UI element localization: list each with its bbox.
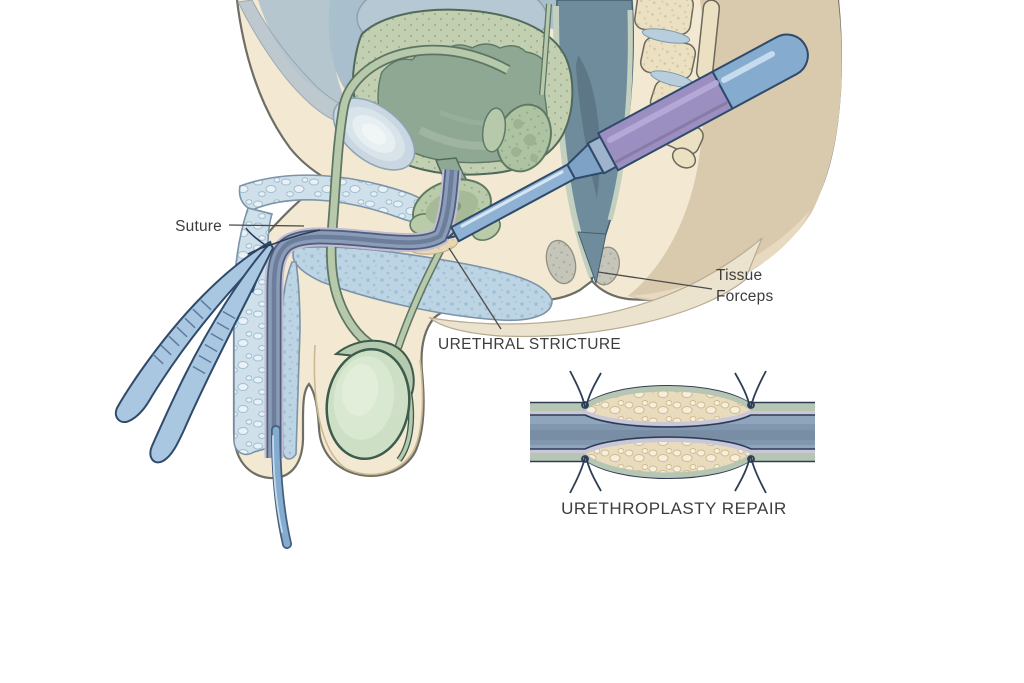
- inset-sutures: [569, 370, 767, 494]
- thigh-fold: [427, 237, 763, 338]
- graft-patch-top: [581, 384, 755, 428]
- tissue-forceps-label-line2: Forceps: [716, 288, 773, 305]
- anal-canal: [577, 231, 607, 285]
- surgical-instrument: [447, 33, 809, 243]
- forceps-serrations: [152, 299, 236, 375]
- tissue-forceps: [114, 240, 275, 464]
- catheter: [271, 425, 292, 549]
- instrument-cap: [711, 33, 809, 110]
- suture-thread: [245, 227, 321, 255]
- suture-leader-line: [228, 224, 305, 227]
- seminal-vesicle: [481, 103, 552, 173]
- urethral-stricture-label: URETHRAL STRICTURE: [438, 336, 621, 353]
- urethra: [264, 169, 462, 458]
- testis: [313, 339, 424, 476]
- pelvic-cross-section: [114, 0, 842, 549]
- pubic-symphysis: [332, 97, 416, 171]
- urethral-stricture-leader-line: [448, 247, 502, 330]
- forceps-arm-lower: [149, 241, 275, 464]
- tissue-forceps-leader-line: [597, 271, 713, 290]
- forceps-arm-upper: [114, 240, 274, 423]
- annotations: Suture Tissue Forceps URETHRAL STRICTURE: [175, 218, 773, 353]
- tissue-forceps-label-line1: Tissue: [716, 267, 762, 284]
- anal-sphincter: [545, 239, 620, 286]
- graft-patch-bottom: [581, 436, 755, 480]
- suture-label: Suture: [175, 218, 222, 235]
- urethroplasty-inset: URETHROPLASTY REPAIR: [530, 370, 815, 518]
- vas-ampulla: [481, 107, 507, 153]
- inset-caption: URETHROPLASTY REPAIR: [561, 499, 787, 518]
